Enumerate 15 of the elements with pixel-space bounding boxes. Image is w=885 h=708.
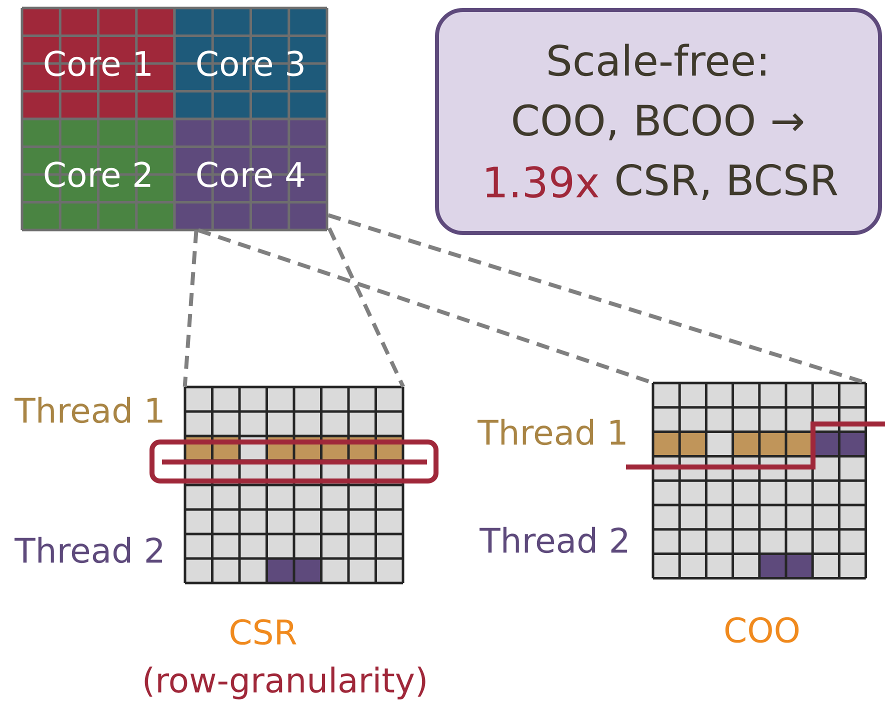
core-block: Core 3 (173, 6, 328, 120)
format-label: CSR (230, 619, 296, 645)
info-box: Scale-free: COO, BCOO → 1.39x CSR, BCSR (435, 8, 882, 235)
zoom-line (327, 227, 406, 388)
thread-label: Thread 1 (478, 418, 626, 446)
format-label: (row-granularity) (144, 666, 426, 700)
zoom-line (182, 230, 198, 387)
core-block: Core 1 (20, 6, 176, 120)
thread-label: Thread 2 (480, 526, 627, 554)
core-block: Core 4 (173, 118, 328, 232)
core-block: Core 2 (20, 118, 176, 232)
format-label: COO (725, 617, 799, 643)
sparse-matrix-drawing (652, 382, 868, 580)
sparse-matrix-drawing (184, 386, 404, 584)
thread-label: Thread 1 (14, 396, 162, 424)
